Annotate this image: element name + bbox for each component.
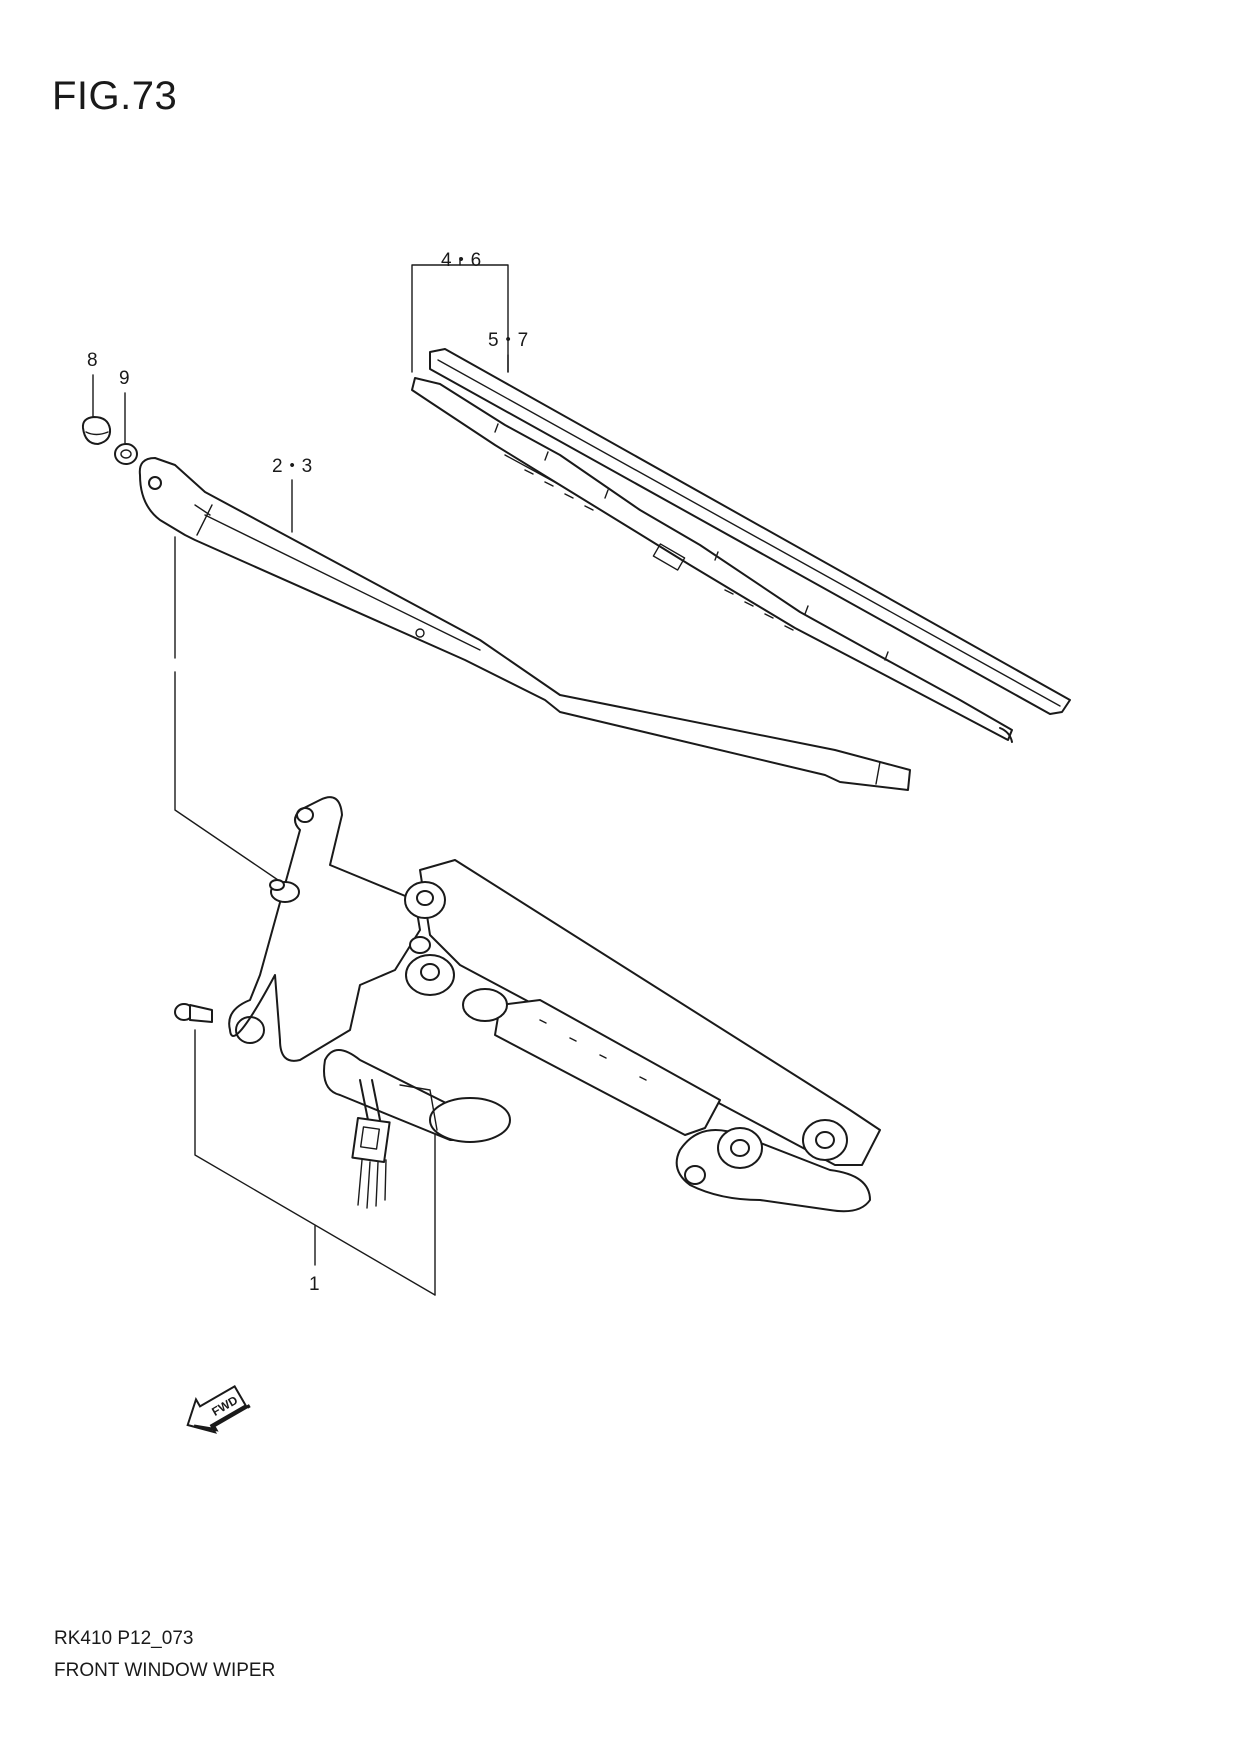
cap-part — [81, 416, 112, 445]
footer-code: RK410 P12_073 — [54, 1628, 194, 1649]
wiper-linkage-assembly — [228, 796, 881, 1213]
callout-2-3: 2・3 — [272, 456, 312, 477]
callout-8: 8 — [87, 350, 98, 371]
nut-part — [114, 443, 138, 465]
wiper-blade-part — [411, 348, 1071, 743]
callout-5-7: 5・7 — [488, 330, 528, 351]
callout-leaders — [92, 257, 509, 1296]
bolt-part — [174, 1003, 213, 1023]
callout-1: 1 — [309, 1274, 320, 1295]
fwd-arrow-icon: FWD — [186, 1384, 251, 1434]
wiper-arm-part — [138, 457, 911, 791]
figure-title: FIG.73 — [52, 74, 178, 118]
footer-name: FRONT WINDOW WIPER — [54, 1660, 276, 1681]
callout-4-6: 4・6 — [441, 250, 481, 271]
callout-9: 9 — [119, 368, 130, 389]
